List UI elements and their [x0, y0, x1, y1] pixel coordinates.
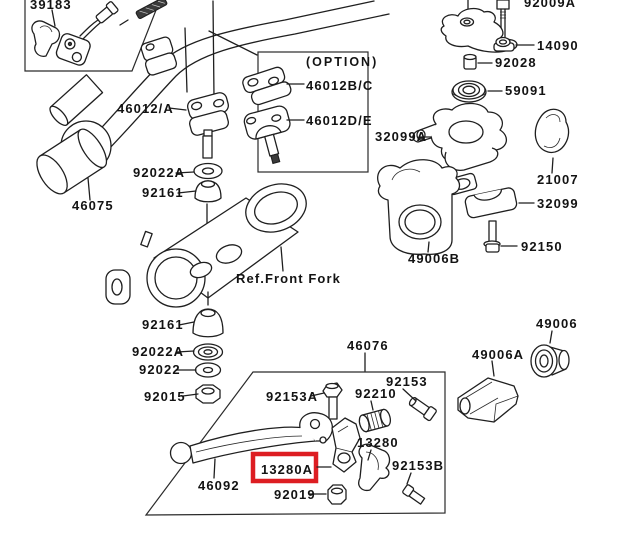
label-92153[interactable]: 92153 — [386, 374, 428, 389]
damper-92161-upper — [194, 180, 222, 203]
washer-92022a-lower — [192, 343, 224, 361]
boot-49006b — [377, 159, 461, 256]
leader-line — [178, 321, 195, 326]
leader-line — [551, 157, 554, 174]
leader-line — [370, 400, 374, 411]
pin-92028 — [463, 53, 477, 70]
label-92150[interactable]: 92150 — [521, 239, 563, 254]
label-32099[interactable]: 32099 — [537, 196, 579, 211]
leader-line — [491, 360, 495, 377]
leader-line — [176, 350, 195, 353]
leader-line — [402, 388, 417, 402]
leader-line — [310, 392, 325, 397]
option-box — [208, 30, 369, 173]
label-92210[interactable]: 92210 — [355, 386, 397, 401]
damper-92161-lower — [192, 308, 224, 338]
nut-92019 — [327, 484, 347, 505]
label-92009a[interactable]: 92009A — [524, 0, 576, 10]
label-option: (OPTION) — [306, 55, 378, 69]
guard-21007 — [534, 108, 570, 154]
label-92022a-upper[interactable]: 92022A — [133, 165, 185, 180]
label-46012bc[interactable]: 46012B/C — [306, 78, 373, 93]
label-46012de[interactable]: 46012D/E — [306, 113, 373, 128]
label-13280[interactable]: 13280 — [357, 435, 399, 450]
screw-92009a — [496, 0, 510, 43]
label-92015[interactable]: 92015 — [144, 389, 186, 404]
leader-line — [87, 177, 91, 201]
label-92022a-lower[interactable]: 92022A — [132, 344, 184, 359]
clamp-46012de — [243, 105, 291, 165]
leader-line — [182, 393, 199, 397]
leader-line — [177, 190, 197, 194]
switch-assembly — [31, 1, 119, 66]
leader-line — [51, 9, 56, 27]
rod-pin — [119, 19, 129, 26]
clamp-13280-part — [358, 443, 391, 492]
leader-line — [549, 330, 553, 344]
highlight-box-13280a[interactable] — [250, 451, 319, 484]
roller-59091 — [451, 80, 487, 103]
leader-line — [406, 472, 412, 485]
nut-92015 — [195, 384, 221, 404]
leader-line — [184, 27, 188, 93]
screw-92153 — [408, 396, 437, 422]
label-59091[interactable]: 59091 — [505, 83, 547, 98]
label-46092[interactable]: 46092 — [198, 478, 240, 493]
lever-46092 — [169, 412, 333, 465]
adjuster-92210 — [358, 408, 392, 433]
label-49006a[interactable]: 49006A — [472, 347, 524, 362]
label-92022[interactable]: 92022 — [139, 362, 181, 377]
screw-92153b — [402, 484, 426, 505]
label-92153a[interactable]: 92153A — [266, 389, 318, 404]
label-92153b[interactable]: 92153B — [392, 458, 444, 473]
label-92161-lower[interactable]: 92161 — [142, 317, 184, 332]
label-92028[interactable]: 92028 — [495, 55, 537, 70]
label-92019[interactable]: 92019 — [274, 487, 316, 502]
label-39183[interactable]: 39183 — [30, 0, 72, 12]
leader-line — [212, 0, 215, 99]
plug-49006 — [530, 344, 570, 378]
leader-line — [168, 107, 187, 111]
bracket-14090 — [440, 7, 518, 53]
bolt-92153a — [322, 382, 343, 420]
handlebar — [91, 0, 390, 153]
label-49006b[interactable]: 49006B — [408, 251, 460, 266]
bar-end-rod — [135, 0, 168, 20]
bolt-92150 — [483, 220, 501, 253]
boot-49006a — [457, 377, 519, 423]
label-46012a[interactable]: 46012/A — [117, 101, 174, 116]
label-92161-upper[interactable]: 92161 — [142, 185, 184, 200]
label-32099a[interactable]: 32099A — [375, 129, 427, 144]
triple-clamp — [105, 183, 307, 308]
label-46076[interactable]: 46076 — [347, 338, 389, 353]
washer-92022 — [194, 362, 222, 378]
label-ref-front-fork: Ref.Front Fork — [236, 271, 341, 286]
leader-line — [427, 241, 430, 253]
label-14090[interactable]: 14090 — [537, 38, 579, 53]
bar-knurl — [49, 74, 104, 126]
clamp-46012bc — [242, 66, 292, 106]
label-21007[interactable]: 21007 — [537, 172, 579, 187]
label-13280a[interactable]: 13280A — [261, 462, 313, 477]
label-46075[interactable]: 46075 — [72, 198, 114, 213]
leader-line — [213, 458, 216, 479]
leader-line — [280, 246, 284, 272]
washer-92022a-upper — [193, 162, 223, 180]
holder-46012a — [187, 92, 229, 159]
lever-assembly-box — [144, 371, 446, 516]
perch-13280a-part — [331, 417, 361, 473]
label-49006[interactable]: 49006 — [536, 316, 578, 331]
bar-clamp-upper — [140, 36, 178, 76]
leader-line — [175, 171, 195, 174]
switch-box — [24, 0, 161, 72]
grip — [36, 128, 108, 195]
leader-line — [367, 449, 372, 461]
